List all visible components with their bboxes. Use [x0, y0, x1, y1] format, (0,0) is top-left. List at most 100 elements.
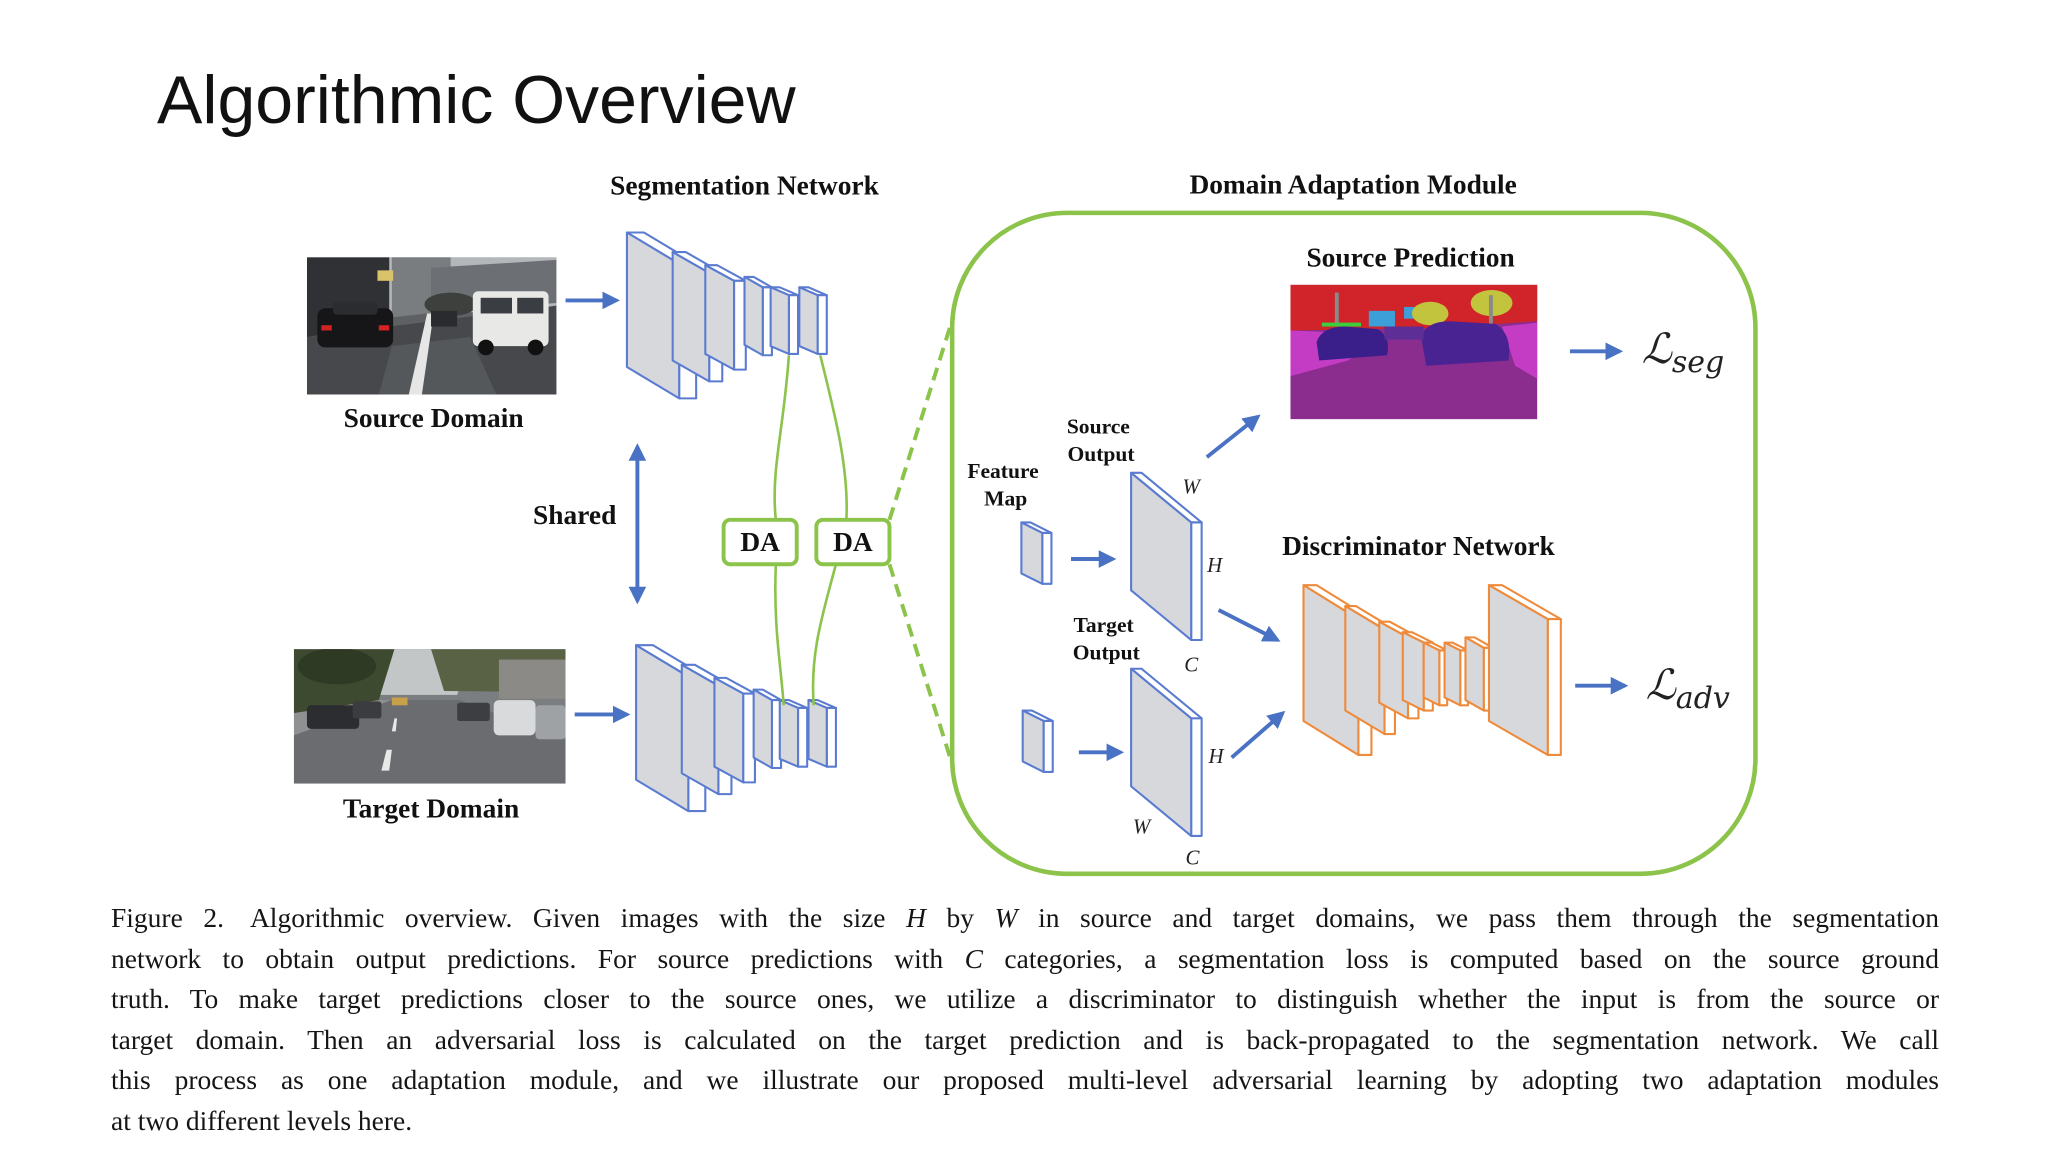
caption-text: by [925, 902, 995, 933]
target-output-to-discriminator-arrow [1230, 710, 1286, 760]
caption-text: Algorithmic overview. Given images with … [249, 902, 907, 933]
seg-layer-source [743, 275, 773, 357]
target-output-layer-front-face [1130, 667, 1193, 837]
source-output-layer [1130, 471, 1203, 642]
parked-car [457, 702, 490, 721]
target-output-height-label: H [1207, 744, 1225, 768]
source-feature-map-side-face [1041, 531, 1053, 585]
seg-layer-target [752, 688, 783, 770]
caption-text: target domain. Then an adversarial loss … [111, 1023, 1939, 1055]
loss-subscript: adv [1676, 681, 1730, 716]
da-module-label-2: DA [833, 527, 873, 557]
feature-map-label: Feature Map [967, 459, 1044, 510]
caption-line: target domain. Then an adversarial loss … [111, 1020, 1939, 1061]
seg-layer-target-side-face [825, 706, 837, 768]
sky-segment [1404, 306, 1420, 319]
parked-car [535, 705, 566, 740]
caption-text: truth. To make target predictions closer… [111, 983, 1939, 1014]
seg-layer-target [807, 699, 837, 768]
target-output-label: Target Output [1073, 613, 1141, 664]
source-prediction-image [1290, 284, 1538, 420]
caption-text: network to obtain output predictions. Fo… [111, 942, 965, 974]
car-segment [1316, 326, 1389, 361]
caption-line: Figure 2. Algorithmic overview. Given im… [111, 898, 1939, 939]
caption-text: in source and target domains, we pass th… [1017, 902, 1939, 933]
source-output-width-label: W [1182, 475, 1201, 499]
target-feature-map-side-face [1042, 719, 1054, 773]
domain-adaptation-module-frame [949, 210, 1758, 877]
seg-layer-target-side-face [796, 706, 809, 768]
source-output-layer-front-face [1130, 471, 1193, 642]
seg-layer-source-front-face [769, 286, 790, 356]
feature-map-label-line: Feature [967, 459, 1038, 483]
target-output-layer-side-face [1190, 717, 1203, 837]
caption-line: network to obtain output predictions. Fo… [111, 939, 1939, 980]
trees [424, 292, 477, 317]
target-domain-label: Target Domain [343, 794, 519, 824]
black-car-window [333, 301, 378, 315]
slide-title: Algorithmic Overview [157, 62, 796, 138]
seg-layer-target [713, 676, 756, 784]
target-feature-map-front-face [1021, 709, 1045, 773]
discriminator-layer-front-face [1464, 636, 1485, 712]
source-output-channels-label: C [1184, 652, 1199, 676]
seg-layer-source-front-face [625, 231, 681, 400]
discriminator-layer-front-face [1378, 620, 1410, 720]
seg-layer-source-side-face [787, 294, 800, 356]
loss-subscript: seg [1672, 345, 1724, 380]
target-output-layer [1130, 667, 1203, 837]
white-car [493, 700, 536, 736]
seg-layer-source [769, 286, 800, 356]
caption-text: categories, a segmentation loss is compu… [982, 942, 1939, 974]
zoom-line-top [887, 315, 956, 521]
building [498, 659, 566, 699]
lane-marking [381, 749, 392, 771]
adversarial-loss: ℒadv [1646, 660, 1730, 716]
seg-layer-source-front-face [704, 264, 736, 371]
da-link-bottom-1 [774, 564, 785, 706]
figure-number: Figure 2. [111, 902, 224, 933]
suv-window-front [480, 297, 512, 314]
target-output-label-line: Output [1073, 641, 1141, 665]
vegetation-segment [1411, 301, 1449, 326]
seg-layer-target-front-face [778, 699, 800, 768]
source-output-to-prediction-arrow [1205, 414, 1261, 459]
tail-light-left [321, 325, 332, 331]
source-prediction-label: Source Prediction [1306, 242, 1514, 272]
tail-light-right [378, 325, 390, 331]
lane-marking [391, 718, 398, 732]
source-domain-label: Source Domain [344, 403, 524, 433]
target-output-label-line: Target [1073, 613, 1134, 637]
caption-line: truth. To make target predictions closer… [111, 979, 1939, 1020]
source-output-label-line: Output [1068, 442, 1136, 466]
loss-symbol: ℒ [1642, 324, 1673, 373]
target-feature-map [1021, 709, 1054, 773]
loss-symbol: ℒ [1646, 660, 1677, 709]
suv-wheel [478, 339, 494, 356]
seg-layer-target-front-face [713, 676, 745, 784]
target-output-channels-label: C [1186, 846, 1201, 870]
discriminator-layer-front-face [1422, 641, 1441, 707]
caption-line: this process as one adaptation module, a… [111, 1060, 1939, 1101]
discriminator-layer-front-face [1344, 604, 1386, 736]
da-link-bottom-2 [811, 563, 838, 706]
caption-text: at two different levels here. [111, 1104, 413, 1136]
pole-segment [1334, 292, 1339, 327]
discriminator-layer-front-face [1443, 641, 1462, 707]
source-output-to-discriminator-arrow [1217, 608, 1281, 642]
discriminator-layer-side-face [1546, 618, 1562, 756]
seg-layer-target-front-face [752, 688, 773, 770]
tree-canopy [297, 649, 377, 685]
parked-car [352, 701, 382, 719]
source-domain-image [306, 257, 557, 395]
domain-adaptation-module-label: Domain Adaptation Module [1189, 169, 1516, 199]
zoom-line-bottom [887, 563, 955, 765]
street-sign [377, 270, 394, 281]
road-reflection [378, 336, 497, 395]
sidewalk-segment [1502, 322, 1538, 379]
seg-layer-target-front-face [680, 663, 720, 796]
car-segment [1421, 321, 1510, 366]
caption-variable: C [964, 942, 983, 974]
seg-layer-target-front-face [635, 644, 690, 813]
